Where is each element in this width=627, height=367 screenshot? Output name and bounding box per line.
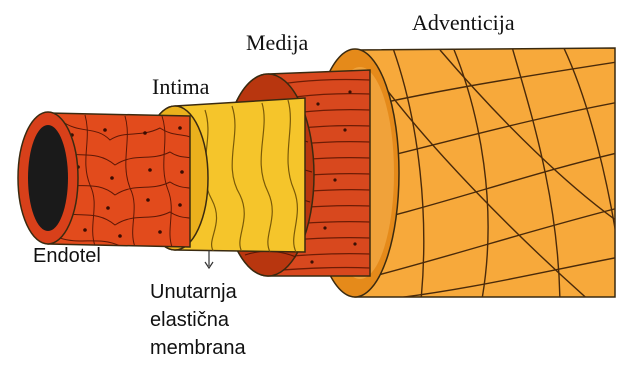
label-intima: Intima <box>152 74 210 99</box>
label-membrane-line1: Unutarnja <box>150 281 238 303</box>
vessel-lumen <box>28 125 68 231</box>
endothelium-layer <box>18 112 195 247</box>
label-endotel: Endotel <box>33 245 101 267</box>
label-medija: Medija <box>246 30 309 55</box>
label-membrane-line3: membrana <box>150 337 246 359</box>
label-membrane-line2: elastična <box>150 309 230 331</box>
label-adventicija: Adventicija <box>412 10 515 35</box>
membrane-pointer-arrow <box>205 250 213 268</box>
